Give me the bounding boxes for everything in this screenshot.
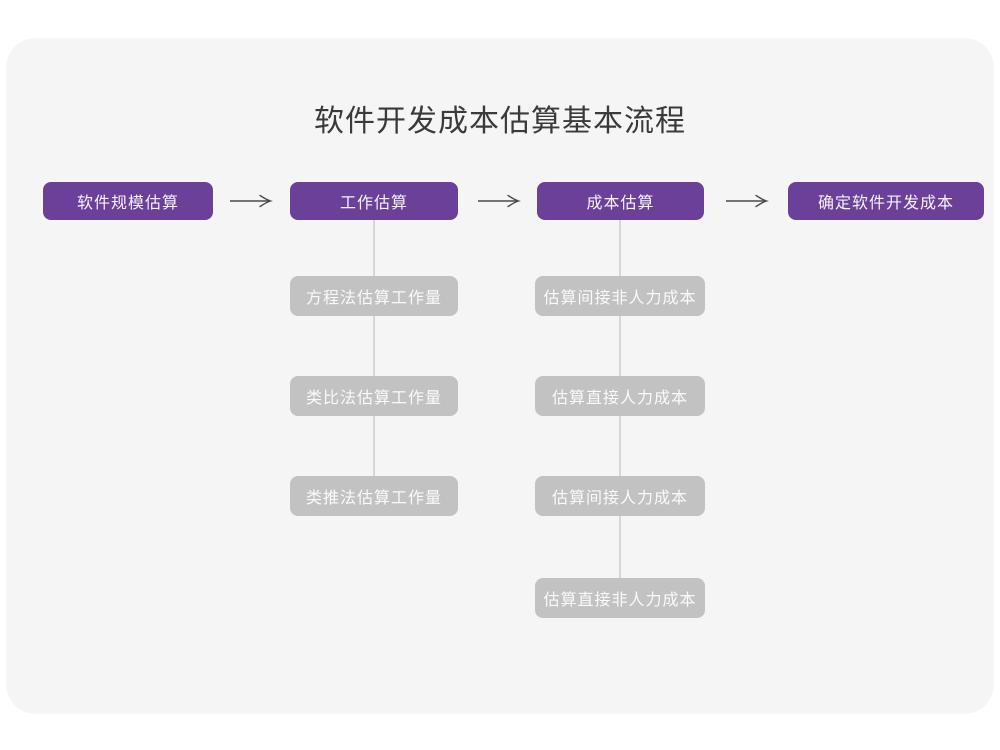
diagram-card: [6, 38, 994, 714]
diagram-title: 软件开发成本估算基本流程: [314, 105, 686, 138]
arrow-right-icon: [229, 192, 273, 210]
flow-node-work-estimation: 工作估算: [290, 182, 458, 220]
arrow-right-icon: [725, 192, 769, 210]
flow-subnode-analogy-method: 类比法估算工作量: [290, 376, 458, 416]
flow-node-determine-software-dev-cost: 确定软件开发成本: [788, 182, 984, 220]
flow-subnode-extrapolation-method: 类推法估算工作量: [290, 476, 458, 516]
flow-node-cost-estimation: 成本估算: [537, 182, 704, 220]
flow-subnode-direct-labor-cost: 估算直接人力成本: [535, 376, 705, 416]
arrow-right-icon: [477, 192, 521, 210]
flow-node-software-scale-estimation: 软件规模估算: [43, 182, 213, 220]
flow-subnode-direct-nonlabor-cost: 估算直接非人力成本: [535, 578, 705, 618]
connector-line-work-branch: [373, 220, 375, 498]
flow-subnode-indirect-labor-cost: 估算间接人力成本: [535, 476, 705, 516]
flow-subnode-equation-method: 方程法估算工作量: [290, 276, 458, 316]
flow-subnode-indirect-nonlabor-cost: 估算间接非人力成本: [535, 276, 705, 316]
